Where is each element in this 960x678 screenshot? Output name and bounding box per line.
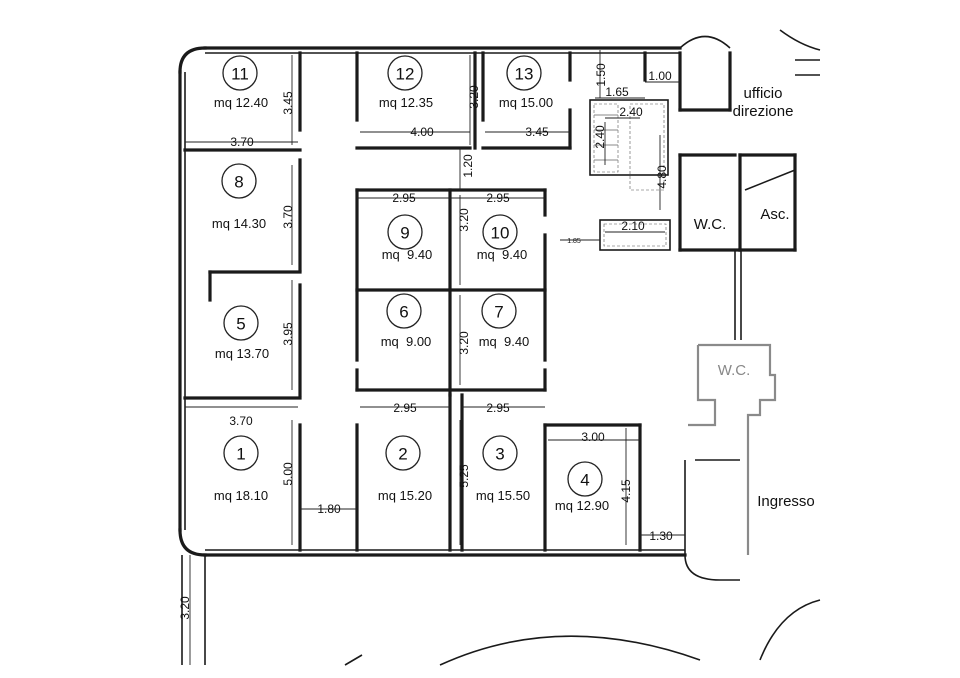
room-number-circle xyxy=(482,214,518,250)
room-number-circle xyxy=(223,435,259,471)
dimension-label: 3.20 xyxy=(457,331,471,355)
room-number: 1 xyxy=(236,445,245,464)
dimension-label: 4.15 xyxy=(619,479,633,503)
label-wc-upper: W.C. xyxy=(694,216,727,233)
room-number: 6 xyxy=(399,303,408,322)
room-number: 4 xyxy=(580,471,589,490)
dimension-label: 1.80 xyxy=(317,502,341,516)
label-ufficio: ufficio xyxy=(744,85,783,102)
room-number: 13 xyxy=(515,65,534,84)
room-number: 3 xyxy=(495,445,504,464)
dimension-label: 5.00 xyxy=(281,462,295,486)
dimension-label: 5.25 xyxy=(457,464,471,488)
dimension-label: 1.30 xyxy=(649,529,673,543)
dimension-label: 2.95 xyxy=(393,401,417,415)
dimension-label: 1.65 xyxy=(605,85,629,99)
outer-walls xyxy=(178,46,687,665)
room-number-circle xyxy=(387,55,423,91)
room-9: 9 mq 9.40 xyxy=(382,214,433,262)
dimension-label: 2.95 xyxy=(392,191,416,205)
interior-walls xyxy=(183,51,642,552)
dimension-label: 2.95 xyxy=(486,191,510,205)
room-number-circle xyxy=(567,461,603,497)
room-area: mq 15.50 xyxy=(476,488,530,503)
dimension-label: 1.50 xyxy=(594,63,608,87)
room-1: 1 mq 18.10 xyxy=(214,435,268,503)
dimension-lines xyxy=(185,50,685,665)
dimension-label: 3.45 xyxy=(281,91,295,115)
room-number-circle xyxy=(222,55,258,91)
room-area: mq 14.30 xyxy=(212,216,266,231)
dimension-label: 2.40 xyxy=(619,105,643,119)
dimension-label: 3.20 xyxy=(178,596,192,620)
room-number-circle xyxy=(385,435,421,471)
room-13: 13 mq 15.00 xyxy=(499,55,553,110)
stair-core xyxy=(589,29,821,581)
room-6: 6 mq 9.00 xyxy=(381,293,432,349)
dimension-label: 3.00 xyxy=(581,430,605,444)
dimension-label: 3.70 xyxy=(229,414,253,428)
room-5: 5 mq 13.70 xyxy=(215,305,269,361)
dimension-label: 2.10 xyxy=(621,219,645,233)
room-area: mq 15.00 xyxy=(499,95,553,110)
room-area: mq 13.70 xyxy=(215,346,269,361)
room-area: mq 9.40 xyxy=(477,247,528,262)
room-number: 2 xyxy=(398,445,407,464)
room-area: mq 9.40 xyxy=(382,247,433,262)
dimension-label: 3.70 xyxy=(281,205,295,229)
label-asc: Asc. xyxy=(760,206,789,223)
dimension-label: 4.80 xyxy=(655,165,669,189)
room-number: 8 xyxy=(234,173,243,192)
dimension-label: 1.20 xyxy=(461,154,475,178)
dimension-label: 2.40 xyxy=(593,125,607,149)
dimension-label: 4.00 xyxy=(410,125,434,139)
room-number: 11 xyxy=(231,65,249,84)
room-10: 10 mq 9.40 xyxy=(477,214,528,262)
label-direzione: direzione xyxy=(733,103,794,120)
room-number-circle xyxy=(481,293,517,329)
room-number-circle xyxy=(221,163,257,199)
room-7: 7 mq 9.40 xyxy=(479,293,530,349)
dimension-label: 1.00 xyxy=(648,69,672,83)
room-area: mq 15.20 xyxy=(378,488,432,503)
dimension-label: 3.70 xyxy=(230,135,254,149)
room-area: mq 12.40 xyxy=(214,95,268,110)
room-number: 9 xyxy=(400,224,409,243)
room-8: 8 mq 14.30 xyxy=(212,163,266,231)
room-number-circle xyxy=(223,305,259,341)
room-number: 12 xyxy=(396,65,415,84)
room-12: 12 mq 12.35 xyxy=(379,55,433,110)
room-number-circle xyxy=(482,435,518,471)
room-number: 10 xyxy=(491,224,510,243)
room-3: 3 mq 15.50 xyxy=(476,435,530,503)
dimension-label: 3.45 xyxy=(525,125,549,139)
room-area: mq 12.90 xyxy=(555,498,609,513)
dimension-label: 3.20 xyxy=(467,85,481,109)
exterior-curves xyxy=(344,599,821,666)
dimension-label: 3.95 xyxy=(281,322,295,346)
space-labels: ufficio direzione W.C. Asc. W.C. Ingress… xyxy=(694,85,815,510)
room-area: mq 9.40 xyxy=(479,334,530,349)
room-area: mq 12.35 xyxy=(379,95,433,110)
room-2: 2 mq 15.20 xyxy=(378,435,432,503)
room-number: 5 xyxy=(236,315,245,334)
room-number-circle xyxy=(506,55,542,91)
label-wc-lower: W.C. xyxy=(718,362,751,379)
room-number: 7 xyxy=(494,303,503,322)
room-11: 11 mq 12.40 xyxy=(214,55,268,110)
dimension-label: 2.95 xyxy=(486,401,510,415)
dimension-label: 1.85 xyxy=(567,238,581,245)
room-area: mq 9.00 xyxy=(381,334,432,349)
dimension-label: 3.20 xyxy=(457,208,471,232)
room-4: 4 mq 12.90 xyxy=(555,461,609,513)
room-area: mq 18.10 xyxy=(214,488,268,503)
room-number-circle xyxy=(387,214,423,250)
room-number-circle xyxy=(386,293,422,329)
dimension-labels: 3.45 3.20 1.50 1.00 1.65 2.40 2.40 3.70 … xyxy=(178,63,673,620)
label-ingresso: Ingresso xyxy=(757,493,815,510)
